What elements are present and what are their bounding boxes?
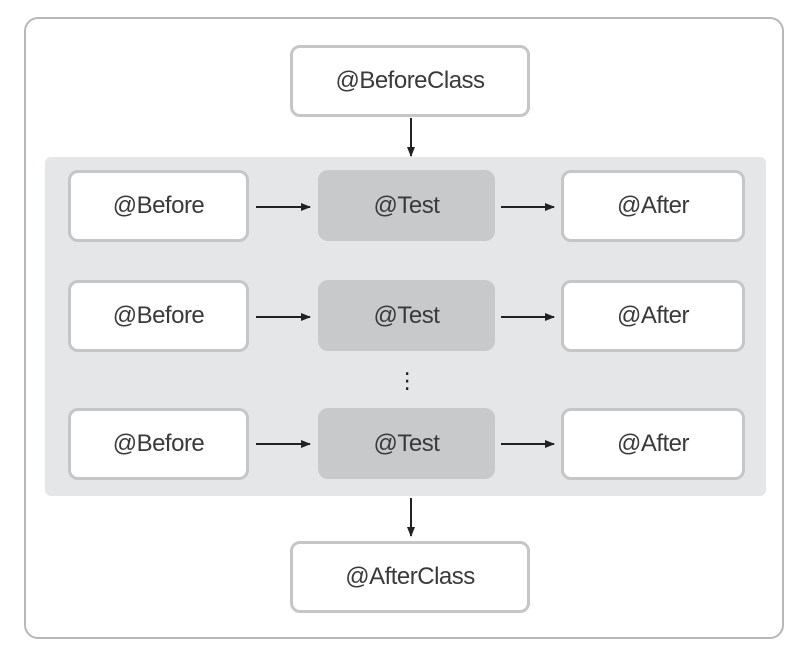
ellipsis-marker: ⋮ bbox=[395, 366, 419, 396]
after-label: @After bbox=[616, 192, 690, 219]
before-label: @Before bbox=[112, 302, 205, 329]
before-label: @Before bbox=[112, 430, 205, 457]
after-class-label: @AfterClass bbox=[345, 563, 475, 590]
test-label: @Test bbox=[373, 429, 440, 457]
after-box: @After bbox=[561, 280, 745, 352]
before-box: @Before bbox=[68, 280, 249, 352]
test-box: @Test bbox=[318, 170, 495, 241]
after-box: @After bbox=[561, 408, 745, 480]
after-label: @After bbox=[616, 302, 690, 329]
before-box: @Before bbox=[68, 170, 249, 242]
test-box: @Test bbox=[318, 408, 495, 479]
test-label: @Test bbox=[373, 191, 440, 219]
before-class-box: @BeforeClass bbox=[290, 45, 530, 117]
ellipsis-label: ⋮ bbox=[396, 368, 418, 393]
after-box: @After bbox=[561, 170, 745, 242]
before-class-label: @BeforeClass bbox=[335, 67, 485, 94]
after-class-box: @AfterClass bbox=[290, 541, 530, 613]
before-label: @Before bbox=[112, 192, 205, 219]
test-label: @Test bbox=[373, 301, 440, 329]
before-box: @Before bbox=[68, 408, 249, 480]
after-label: @After bbox=[616, 430, 690, 457]
test-box: @Test bbox=[318, 280, 495, 351]
